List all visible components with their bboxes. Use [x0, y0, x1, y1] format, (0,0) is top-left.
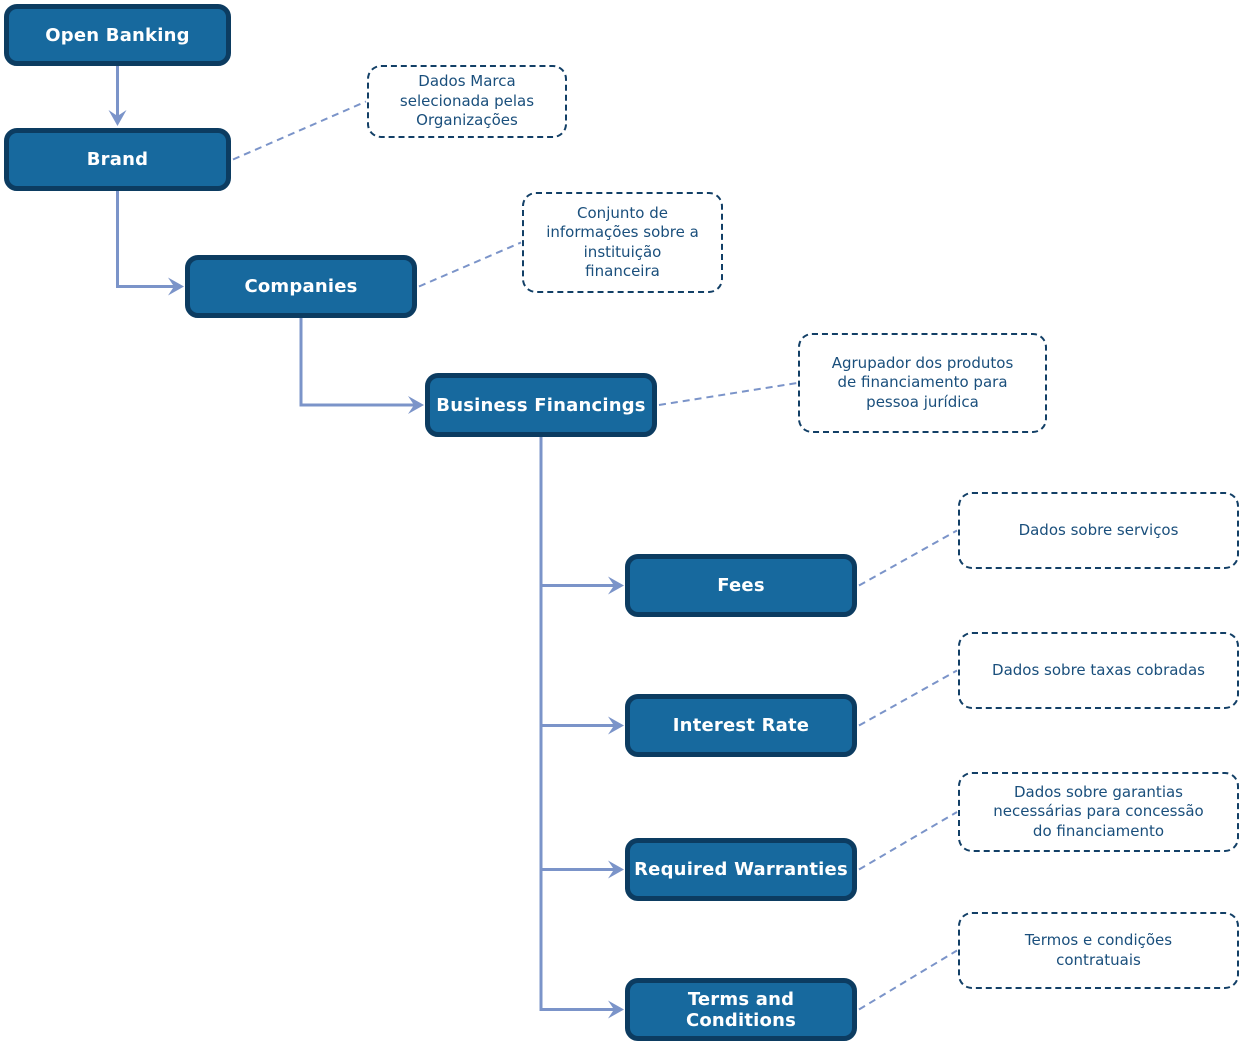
node-label-brand: Brand: [86, 149, 149, 170]
node-label-open-banking: Open Banking: [45, 24, 190, 46]
edge-brand-companies: [116, 191, 174, 288]
leader-callout-brand: [232, 100, 367, 161]
node-companies: Companies: [185, 255, 417, 318]
edge-business-financings-required-warranties: [539, 437, 614, 871]
node-terms-and-conditions: Terms and Conditions: [625, 978, 857, 1041]
arrowhead-edge-companies-business-financings: [408, 396, 424, 414]
leader-callout-business-financings: [658, 382, 798, 406]
arrowhead-edge-business-financings-required-warranties: [608, 860, 624, 879]
callout-fees: Dados sobre serviços: [958, 492, 1239, 569]
callout-required-warranties: Dados sobre garantias necessárias para c…: [958, 772, 1239, 852]
node-fees: Fees: [625, 554, 857, 617]
leader-callout-interest-rate: [858, 669, 958, 727]
leader-callout-required-warranties: [858, 811, 958, 871]
leader-callout-companies: [418, 241, 522, 288]
arrowhead-edge-brand-companies: [168, 277, 184, 296]
node-label-interest-rate: Interest Rate: [672, 715, 810, 736]
node-interest-rate: Interest Rate: [625, 694, 857, 757]
arrowhead-edge-open-banking-brand: [108, 110, 127, 126]
callout-business-financings: Agrupador dos produtos de financiamento …: [798, 333, 1047, 433]
leader-callout-terms-and-conditions: [858, 949, 958, 1011]
node-required-warranties: Required Warranties: [625, 838, 857, 901]
callout-brand: Dados Marca selecionada pelas Organizaçõ…: [367, 65, 567, 138]
node-label-terms-and-conditions: Terms and Conditions: [685, 988, 797, 1031]
node-label-business-financings: Business Financings: [436, 394, 646, 416]
edge-business-financings-interest-rate: [539, 437, 614, 727]
node-label-fees: Fees: [717, 575, 765, 596]
node-label-companies: Companies: [244, 276, 358, 297]
node-brand: Brand: [4, 128, 231, 191]
node-label-required-warranties: Required Warranties: [634, 859, 848, 880]
arrowhead-edge-business-financings-interest-rate: [608, 716, 624, 735]
node-open-banking: Open Banking: [4, 4, 231, 66]
arrowhead-edge-business-financings-fees: [608, 576, 624, 595]
edge-business-financings-terms-and-conditions: [539, 437, 614, 1011]
callout-terms-and-conditions: Termos e condições contratuais: [958, 912, 1239, 989]
node-business-financings: Business Financings: [425, 373, 657, 437]
edge-companies-business-financings: [299, 318, 414, 407]
leader-callout-fees: [858, 529, 958, 587]
callout-interest-rate: Dados sobre taxas cobradas: [958, 632, 1239, 709]
edge-business-financings-fees: [539, 437, 614, 587]
arrowhead-edge-business-financings-terms-and-conditions: [608, 1000, 624, 1019]
callout-companies: Conjunto de informações sobre a institui…: [522, 192, 723, 293]
